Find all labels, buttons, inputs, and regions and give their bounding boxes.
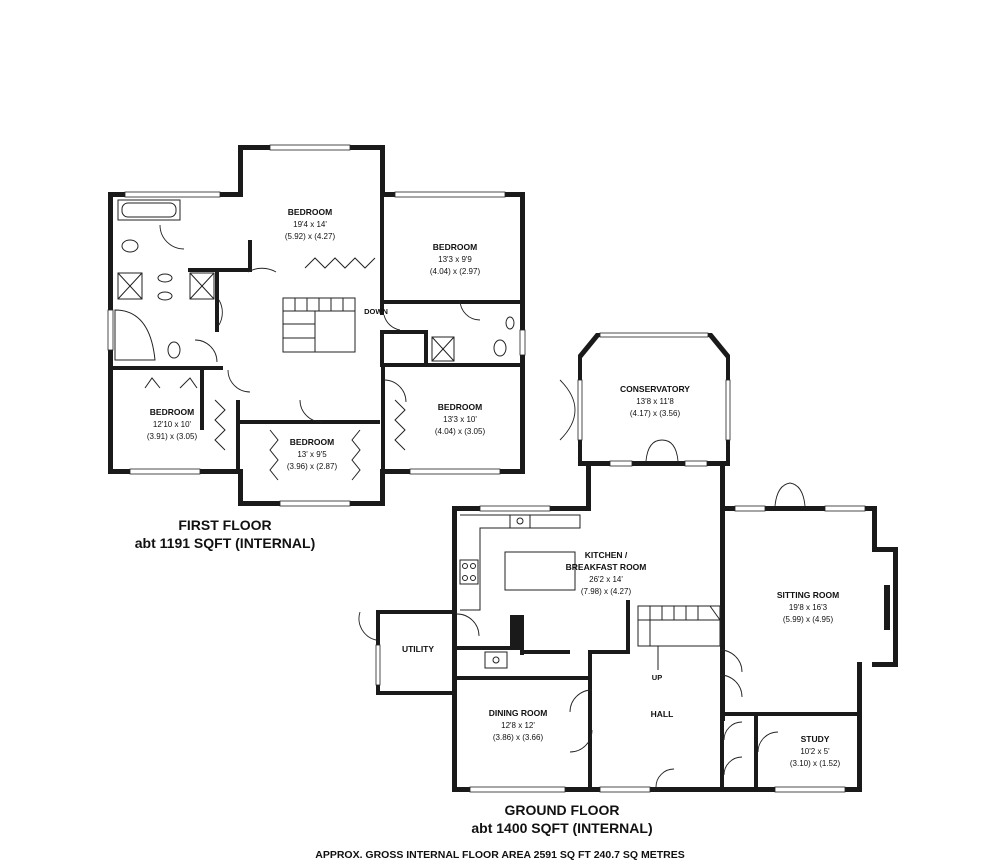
- ground-floor-room-3-name: SITTING ROOM: [777, 590, 839, 600]
- ground-floor-room-2-metric: (7.98) x (4.27): [581, 587, 632, 596]
- ground-floor-room-7-metric: (3.10) x (1.52): [790, 759, 841, 768]
- ground-floor-fixtures: [459, 514, 721, 670]
- first-floor-room-5-name: BEDROOM: [438, 402, 482, 412]
- ground-floor-area: abt 1400 SQFT (INTERNAL): [471, 820, 652, 836]
- ground-floor-room-3-size: 19'8 x 16'3: [789, 603, 828, 612]
- ground-floor-room-5-metric: (3.86) x (3.66): [493, 733, 544, 742]
- first-floor-room-2-name: BEDROOM: [433, 242, 477, 252]
- ground-floor-doors: [358, 379, 806, 788]
- first-floor-doors: [159, 224, 481, 423]
- first-floor-area: abt 1191 SQFT (INTERNAL): [135, 535, 315, 551]
- first-floor-room-2-metric: (4.04) x (2.97): [430, 267, 481, 276]
- ground-floor-room-2-size: 26'2 x 14': [589, 575, 623, 584]
- ground-floor-windows: [375, 332, 890, 793]
- total-area-footer: APPROX. GROSS INTERNAL FLOOR AREA 2591 S…: [315, 849, 685, 861]
- first-floor-room-3-name: BEDROOM: [150, 407, 194, 417]
- first-floor-room-4-size: 13' x 9'5: [297, 450, 327, 459]
- ground-floor-room-1-metric: (4.17) x (3.56): [630, 409, 681, 418]
- ground-floor-room-7-name: STUDY: [801, 734, 830, 744]
- first-floor-room-4-name: BEDROOM: [290, 437, 334, 447]
- ground-floor-title: GROUND FLOOR: [504, 802, 619, 818]
- first-floor-room-5-metric: (4.04) x (3.05): [435, 427, 486, 436]
- first-floor-room-1-metric: (5.92) x (4.27): [285, 232, 336, 241]
- ground-floor-room-3-metric: (5.99) x (4.95): [783, 615, 834, 624]
- stairs-down-label: DOWN: [364, 307, 388, 316]
- first-floor-room-1-size: 19'4 x 14': [293, 220, 327, 229]
- first-floor-windows: [107, 144, 526, 507]
- ground-floor-room-1-name: CONSERVATORY: [620, 384, 690, 394]
- first-floor-title: FIRST FLOOR: [178, 517, 271, 533]
- first-floor-room-3-metric: (3.91) x (3.05): [147, 432, 198, 441]
- first-floor-plan: BEDROOM 19'4 x 14' (5.92) x (4.27) BEDRO…: [107, 144, 526, 551]
- ground-floor-room-2-name-line2: BREAKFAST ROOM: [566, 562, 647, 572]
- ground-floor-plan: CONSERVATORY 13'8 x 11'8 (4.17) x (3.56)…: [358, 332, 898, 836]
- first-floor-room-4-metric: (3.96) x (2.87): [287, 462, 338, 471]
- ground-floor-room-2-name: KITCHEN /: [585, 550, 628, 560]
- ground-floor-room-1-size: 13'8 x 11'8: [636, 397, 674, 406]
- first-floor-room-5-size: 13'3 x 10': [443, 415, 477, 424]
- first-floor-fixtures: [114, 199, 515, 481]
- ground-floor-room-5-name: DINING ROOM: [489, 708, 548, 718]
- first-floor-room-3-size: 12'10 x 10': [153, 420, 192, 429]
- ground-floor-room-6-name: HALL: [651, 709, 674, 719]
- ground-floor-room-7-size: 10'2 x 5': [800, 747, 830, 756]
- ground-floor-room-4-name: UTILITY: [402, 644, 434, 654]
- ground-floor-room-5-size: 12'8 x 12': [501, 721, 535, 730]
- first-floor-room-2-size: 13'3 x 9'9: [438, 255, 472, 264]
- stairs-up-label: UP: [652, 673, 662, 682]
- first-floor-room-1-name: BEDROOM: [288, 207, 332, 217]
